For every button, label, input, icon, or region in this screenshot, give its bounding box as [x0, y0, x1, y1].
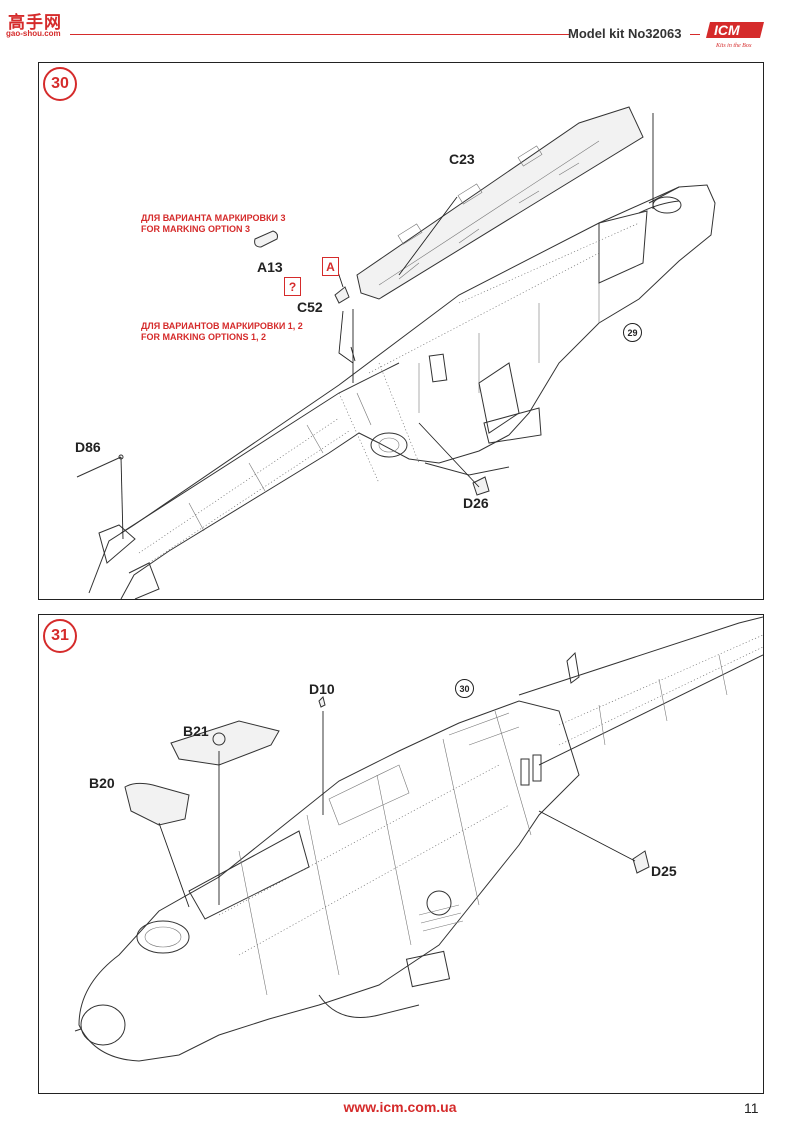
header-rule-right — [690, 34, 700, 35]
svg-text:Kits in the Box: Kits in the Box — [715, 43, 752, 49]
note-en: FOR MARKING OPTION 3 — [141, 224, 251, 234]
site-watermark-logo: 高手网 gao-shou.com — [6, 8, 68, 38]
marking-box-a: A — [322, 257, 339, 276]
header-rule — [70, 34, 570, 35]
step-number-badge: 31 — [43, 619, 77, 653]
part-label-b21: B21 — [183, 723, 209, 739]
step-31-panel: 31 D10 30 B21 B20 D25 — [38, 614, 764, 1094]
site-logo-domain: gao-shou.com — [6, 29, 61, 38]
marking-options-1-2-note: ДЛЯ ВАРИАНТОВ МАРКИРОВКИ 1, 2 FOR MARKIN… — [141, 321, 303, 343]
part-label-a13: A13 — [257, 259, 283, 275]
step-31-drawing — [74, 616, 763, 1062]
part-label-c23: C23 — [449, 151, 475, 167]
step-number-badge: 30 — [43, 67, 77, 101]
part-label-d25: D25 — [651, 863, 677, 879]
note-en: FOR MARKING OPTIONS 1, 2 — [141, 332, 267, 342]
icm-logo: ICM Kits in the Box — [706, 16, 770, 50]
note-ru: ДЛЯ ВАРИАНТА МАРКИРОВКИ 3 — [141, 213, 286, 223]
site-logo-text: 高手网 — [8, 13, 62, 33]
svg-text:ICM: ICM — [714, 22, 740, 38]
marking-option-3-note: ДЛЯ ВАРИАНТА МАРКИРОВКИ 3 FOR MARKING OP… — [141, 213, 285, 235]
part-label-c52: C52 — [297, 299, 323, 315]
ref-step-badge: 29 — [623, 323, 642, 342]
part-label-d26: D26 — [463, 495, 489, 511]
page-number: 11 — [744, 1100, 759, 1116]
step-30-drawing — [76, 106, 716, 599]
footer-website: www.icm.com.ua — [343, 1099, 457, 1115]
marking-box-question: ? — [284, 277, 301, 296]
step-30-panel: 30 C23 ДЛЯ ВАРИАНТА МАРКИРОВКИ 3 FOR MAR… — [38, 62, 764, 600]
model-kit-number: Model kit No32063 — [568, 26, 682, 41]
note-ru: ДЛЯ ВАРИАНТОВ МАРКИРОВКИ 1, 2 — [141, 321, 303, 331]
part-label-d10: D10 — [309, 681, 335, 697]
part-label-d86: D86 — [75, 439, 101, 455]
ref-step-badge: 30 — [455, 679, 474, 698]
part-label-b20: B20 — [89, 775, 115, 791]
